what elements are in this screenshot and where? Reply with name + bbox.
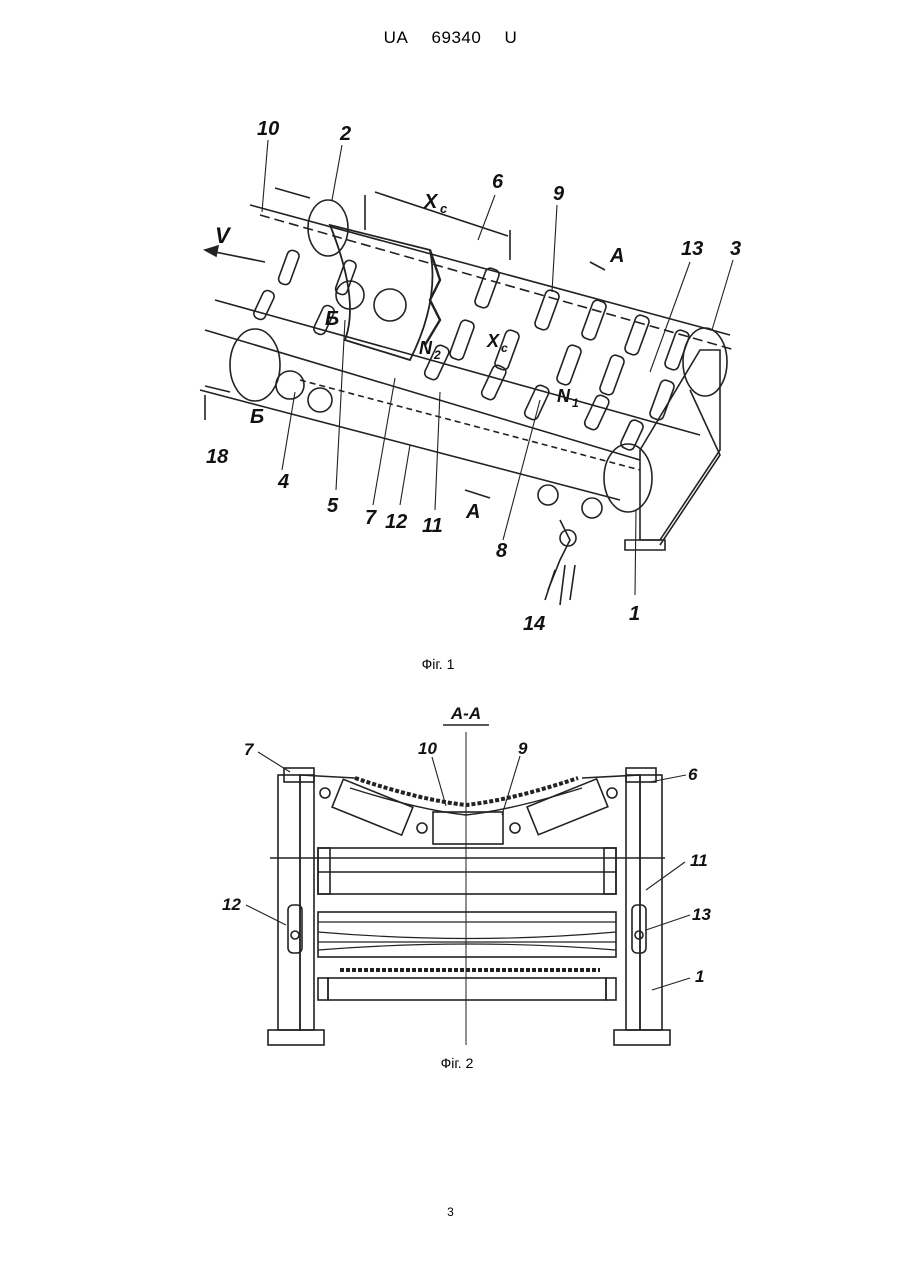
figure-2-caption: Фіг. 2 bbox=[441, 1055, 474, 1071]
label-9: 9 bbox=[553, 183, 565, 205]
right-post-inner bbox=[626, 775, 640, 1030]
fig2-label-7: 7 bbox=[244, 740, 255, 759]
idler-left bbox=[332, 779, 413, 835]
fig2-label-6: 6 bbox=[688, 765, 698, 784]
label-5: 5 bbox=[327, 495, 339, 517]
fig2-label-13: 13 bbox=[692, 905, 711, 924]
fig2-label-12: 12 bbox=[222, 895, 241, 914]
left-slot-pin bbox=[291, 931, 299, 939]
pulley-4b bbox=[308, 388, 332, 412]
roller-l5 bbox=[619, 418, 644, 451]
lower-roller bbox=[328, 978, 606, 1000]
lower-roller-cap-r bbox=[606, 978, 616, 1000]
right-foot bbox=[614, 1030, 670, 1045]
label-1: 1 bbox=[629, 603, 640, 625]
right-post-outer bbox=[640, 775, 662, 1030]
frame-rail-mid bbox=[215, 300, 700, 435]
label-xc-2-sub: c bbox=[501, 341, 508, 355]
label-n1: N bbox=[557, 386, 571, 406]
page-number: 3 bbox=[0, 1205, 901, 1219]
label-10: 10 bbox=[257, 118, 279, 140]
left-foot bbox=[268, 1030, 324, 1045]
section-label: A-A bbox=[450, 704, 481, 723]
axis-line bbox=[300, 380, 640, 470]
dim-left-top bbox=[275, 188, 310, 198]
roller-u5 bbox=[664, 329, 691, 371]
idler-pivot-r bbox=[510, 823, 520, 833]
idler-right bbox=[527, 779, 608, 835]
return-roller-housing bbox=[318, 912, 616, 957]
label-n1-sub: 1 bbox=[572, 396, 579, 410]
roller-u2 bbox=[534, 289, 561, 331]
roller-m1 bbox=[449, 319, 476, 361]
pulley-5 bbox=[374, 289, 406, 321]
label-13: 13 bbox=[681, 238, 703, 260]
label-2: 2 bbox=[339, 123, 351, 145]
roller-l4 bbox=[583, 394, 610, 432]
fig2-label-10: 10 bbox=[418, 739, 437, 758]
bracket-18-h bbox=[205, 386, 230, 392]
figure-2-labels: 7 10 9 6 11 12 13 1 bbox=[222, 739, 711, 986]
label-18: 18 bbox=[206, 446, 229, 468]
label-12: 12 bbox=[385, 511, 407, 533]
drive-pulley-b bbox=[582, 498, 602, 518]
head-drum-1 bbox=[604, 444, 652, 512]
roller-u3 bbox=[581, 299, 608, 341]
fig2-label-1: 1 bbox=[695, 967, 704, 986]
label-14: 14 bbox=[523, 613, 545, 635]
label-a-bottom: A bbox=[465, 501, 480, 523]
a-arrow-top bbox=[590, 262, 605, 270]
cross-beam-end-l bbox=[318, 848, 330, 894]
frame-rail-top bbox=[250, 205, 730, 335]
cross-beam-end-r bbox=[604, 848, 616, 894]
figure-2-drawing bbox=[268, 732, 670, 1045]
idler-pivot-or bbox=[607, 788, 617, 798]
left-post-inner bbox=[300, 775, 314, 1030]
idler-pivot-ol bbox=[320, 788, 330, 798]
label-v: V bbox=[215, 223, 232, 248]
label-6: 6 bbox=[492, 171, 504, 193]
left-post-outer bbox=[278, 775, 300, 1030]
figure-1-caption: Фіг. 1 bbox=[422, 656, 455, 672]
label-xc-1-sub: c bbox=[440, 201, 448, 216]
label-xc-2: X bbox=[486, 331, 500, 351]
tail-drum bbox=[230, 329, 280, 401]
label-n2: N bbox=[419, 338, 433, 358]
right-slot bbox=[632, 905, 646, 953]
belt-guide-links bbox=[300, 775, 640, 778]
label-3: 3 bbox=[730, 238, 741, 260]
support-stand bbox=[640, 350, 720, 540]
figure-1-drawing bbox=[200, 188, 735, 605]
roller-m3 bbox=[556, 344, 583, 386]
label-a-top: A bbox=[609, 245, 624, 267]
cross-beam bbox=[318, 848, 616, 894]
figure-1-labels: 10 2 6 9 13 3 V X c X c A A Б Б N 2 N 1 … bbox=[206, 118, 741, 635]
stand-foot bbox=[625, 540, 665, 550]
label-11: 11 bbox=[422, 515, 443, 537]
return-roller-twist bbox=[318, 922, 616, 950]
fig2-label-9: 9 bbox=[518, 739, 528, 758]
pulley-4 bbox=[276, 371, 304, 399]
label-b-2: Б bbox=[250, 406, 264, 428]
lower-roller-cap-l bbox=[318, 978, 328, 1000]
label-7: 7 bbox=[365, 507, 377, 529]
label-n2-sub: 2 bbox=[433, 348, 441, 362]
a-arrow-bottom bbox=[465, 490, 490, 498]
label-4: 4 bbox=[277, 471, 289, 493]
fig2-label-11: 11 bbox=[690, 851, 708, 870]
label-b-1: Б bbox=[325, 308, 339, 330]
drive-cables bbox=[545, 565, 575, 605]
roller-left-1 bbox=[277, 249, 300, 286]
drive-pulley-a bbox=[538, 485, 558, 505]
idler-pivot-l bbox=[417, 823, 427, 833]
idler-centre bbox=[433, 812, 503, 844]
roller-u1 bbox=[474, 267, 501, 309]
right-slot-pin bbox=[635, 931, 643, 939]
label-xc-1: X bbox=[423, 191, 439, 213]
label-8: 8 bbox=[496, 540, 508, 562]
figure-2-leaders bbox=[246, 752, 690, 990]
roller-m4 bbox=[599, 354, 626, 396]
stand-brace bbox=[660, 390, 720, 545]
